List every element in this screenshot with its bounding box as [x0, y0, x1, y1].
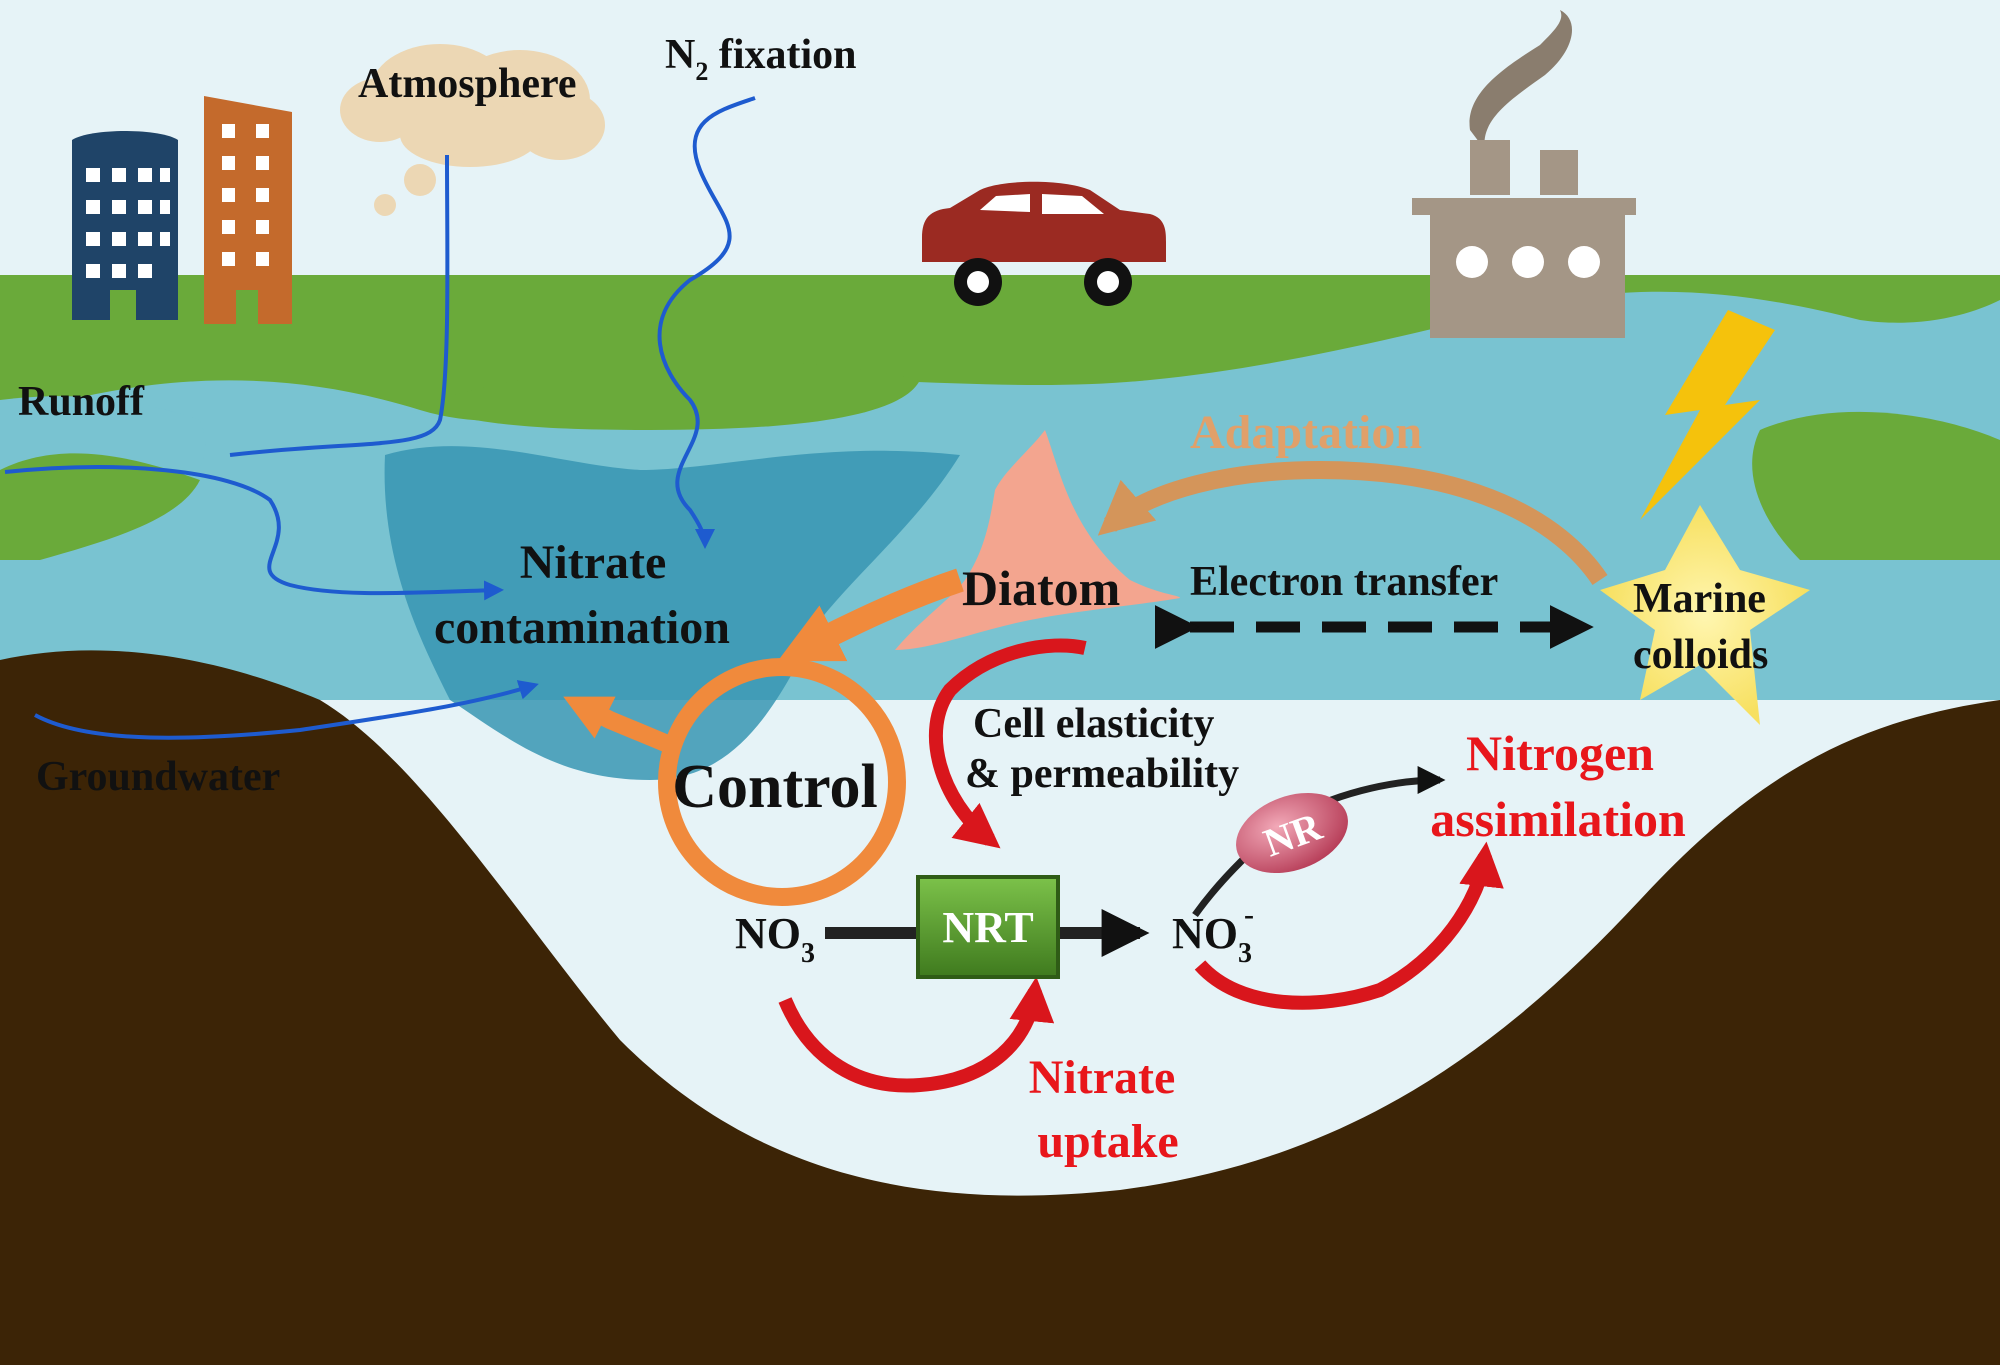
nitrate-uptake-label-line2: uptake [1037, 1115, 1178, 1168]
cell-elasticity-label-line1: Cell elasticity [973, 701, 1214, 747]
groundwater-flow [34, 680, 539, 740]
star-burst-icon [1600, 505, 1810, 725]
nitrogen-assimilation-arrow [1194, 841, 1504, 1010]
runoff-label: Runoff [18, 379, 145, 425]
building-orange-icon [204, 96, 292, 324]
control-label: Control [672, 753, 878, 821]
cell-elasticity-label-line2: & permeability [965, 751, 1239, 797]
green-island-right [1752, 411, 2000, 560]
marine-colloids-label-line2: colloids [1633, 632, 1768, 678]
diatom-icon [895, 430, 1180, 650]
groundwater-label: Groundwater [36, 754, 280, 800]
nr-oval [1236, 792, 1348, 874]
nrt-label: NRT [942, 903, 1033, 952]
car-icon [922, 181, 1166, 306]
adaptation-label: Adaptation [1190, 406, 1422, 459]
building-blue-icon [72, 131, 178, 320]
n2-fixation-label: N2 fixation [665, 32, 857, 86]
control-ring [658, 658, 906, 906]
factory-icon [1412, 10, 1636, 338]
nitrate-contamination-label-line1: Nitrate [520, 536, 667, 589]
lightning-bolt-icon [1640, 310, 1775, 520]
nitrogen-assimilation-label-line1: Nitrogen [1466, 725, 1654, 781]
no3-left-label: NO3 [735, 909, 815, 969]
runoff-flow [4, 465, 504, 601]
nitrogen-assimilation-label-line2: assimilation [1430, 791, 1686, 847]
diatom-to-control-arrow [777, 568, 964, 662]
atmosphere-flow [229, 154, 450, 457]
atmosphere-label: Atmosphere [358, 61, 577, 107]
nitrate-uptake-label-line1: Nitrate [1029, 1051, 1176, 1104]
electron-transfer-label: Electron transfer [1190, 559, 1498, 605]
green-bank-top [420, 360, 920, 430]
nitrate-uptake-arrow [778, 976, 1055, 1093]
green-island-left [0, 453, 200, 560]
diatom-label: Diatom [962, 560, 1120, 616]
adaptation-arrow [1097, 460, 1608, 586]
marine-colloids-label-line1: Marine [1633, 576, 1766, 622]
no3-right-label: NO3- [1172, 898, 1254, 969]
soil [0, 650, 2000, 1365]
nrt-box [916, 875, 1060, 979]
cloud-icon [340, 44, 605, 216]
control-arrow [563, 696, 674, 754]
nitrate-contamination-label-line2: contamination [434, 601, 730, 654]
n2-fixation-flow [657, 96, 756, 549]
cell-elasticity-arrow [929, 638, 1087, 849]
